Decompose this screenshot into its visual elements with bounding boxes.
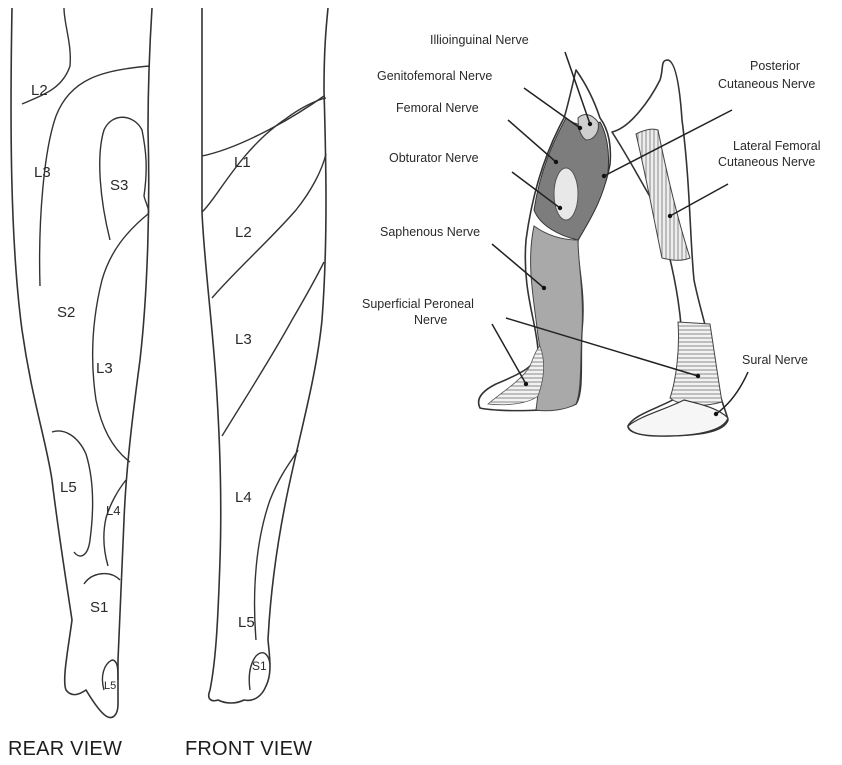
- front-label-l2: L2: [235, 224, 252, 241]
- front-label-s1: S1: [252, 659, 267, 673]
- rear-label-l4: L4: [106, 503, 120, 518]
- front-view-caption: FRONT VIEW: [185, 738, 312, 760]
- label-obturator-nerve: Obturator Nerve: [389, 151, 479, 165]
- front-view-leg: L1 L2 L3 L4 L5 S1: [202, 8, 328, 703]
- nerve-diagram: Illioinguinal Nerve Genitofemoral Nerve …: [362, 33, 821, 436]
- superficial-peroneal-leader-left: [492, 324, 526, 384]
- label-superficial-peroneal-line2: Nerve: [414, 313, 447, 327]
- front-leg-outline: [202, 8, 328, 703]
- rear-label-s2: S2: [57, 304, 75, 321]
- label-posterior-cutaneous-line2: Cutaneous Nerve: [718, 77, 815, 91]
- sural-nerve-region: [670, 322, 722, 405]
- front-label-l3: L3: [235, 331, 252, 348]
- rear-label-l5-toe: L5: [104, 680, 116, 692]
- femoral-leader: [508, 120, 556, 162]
- label-ilioinguinal-nerve: Illioinguinal Nerve: [430, 33, 529, 47]
- front-label-l1: L1: [234, 154, 251, 171]
- rear-leg-outline: [11, 8, 152, 718]
- label-superficial-peroneal-line1: Superficial Peroneal: [362, 297, 474, 311]
- rear-view-caption: REAR VIEW: [8, 738, 122, 760]
- label-lateral-femoral-line2: Cutaneous Nerve: [718, 155, 815, 169]
- label-femoral-nerve: Femoral Nerve: [396, 101, 479, 115]
- label-sural-nerve: Sural Nerve: [742, 353, 808, 367]
- genitofemoral-leader-dot: [578, 126, 582, 130]
- saphenous-leader-dot: [542, 286, 546, 290]
- lateral-femoral-leader-dot: [668, 214, 672, 218]
- label-saphenous-nerve: Saphenous Nerve: [380, 225, 480, 239]
- superficial-peroneal-leader-right-dot: [696, 374, 700, 378]
- superficial-peroneal-leader-left-dot: [524, 382, 528, 386]
- sural-leader-dot: [714, 412, 718, 416]
- posterior-cutaneous-leader-dot: [602, 174, 606, 178]
- rear-label-s1: S1: [90, 599, 108, 616]
- rear-label-l2: L2: [31, 82, 48, 99]
- front-label-l5: L5: [238, 614, 255, 631]
- label-posterior-cutaneous-line1: Posterior: [750, 59, 800, 73]
- femoral-leader-dot: [554, 160, 558, 164]
- label-lateral-femoral-line1: Lateral Femoral: [733, 139, 821, 153]
- rear-label-l5: L5: [60, 479, 77, 496]
- obturator-nerve-region: [554, 168, 578, 220]
- label-genitofemoral-nerve: Genitofemoral Nerve: [377, 69, 492, 83]
- ilioinguinal-leader-dot: [588, 122, 592, 126]
- rear-label-l3-upper: L3: [34, 164, 51, 181]
- rear-label-s3: S3: [110, 177, 128, 194]
- rear-label-l3-lower: L3: [96, 360, 113, 377]
- obturator-leader-dot: [558, 206, 562, 210]
- front-label-l4: L4: [235, 489, 252, 506]
- rear-view-leg: L2 L3 S3 S2 L3 L5 L4 S1 L5: [11, 8, 152, 718]
